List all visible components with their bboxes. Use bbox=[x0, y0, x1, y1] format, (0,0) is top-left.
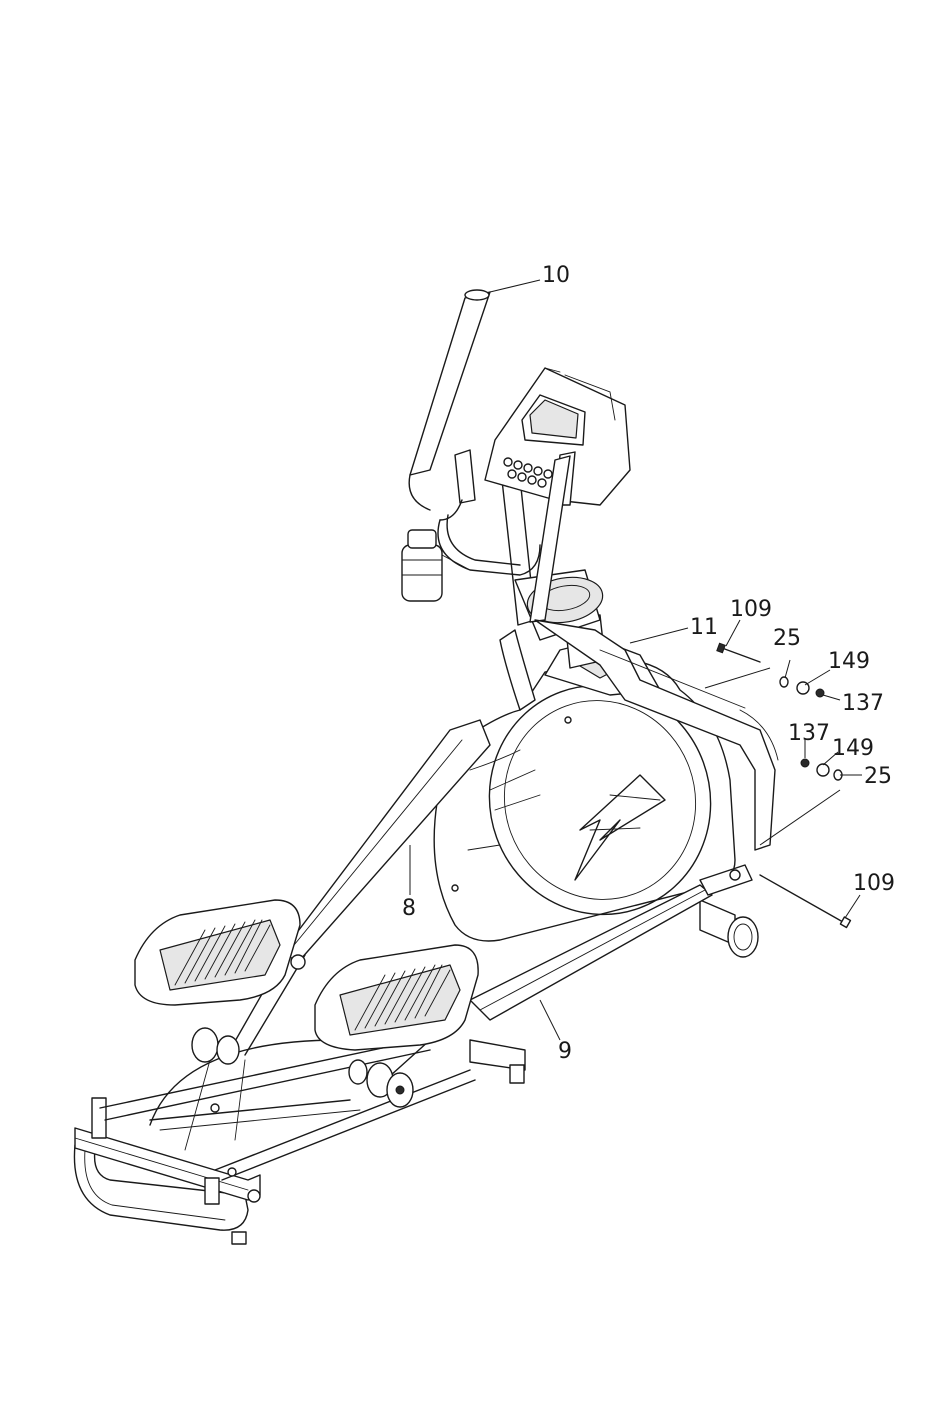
label-109-lower: 109 bbox=[853, 871, 895, 896]
part-labels: 10 11 109 25 149 137 137 149 25 109 8 9 bbox=[402, 263, 895, 1064]
label-149-lower: 149 bbox=[832, 736, 874, 761]
base-frame bbox=[74, 1040, 525, 1244]
label-149-upper: 149 bbox=[828, 649, 870, 674]
hardware-upper bbox=[705, 643, 824, 697]
label-109-upper: 109 bbox=[730, 597, 772, 622]
label-25-upper: 25 bbox=[773, 626, 801, 651]
label-137-lower: 137 bbox=[788, 721, 830, 746]
pedal-right bbox=[315, 945, 478, 1050]
label-9: 9 bbox=[558, 1039, 572, 1064]
label-10: 10 bbox=[542, 263, 570, 288]
label-25-lower: 25 bbox=[864, 764, 892, 789]
label-137-upper: 137 bbox=[842, 691, 884, 716]
main-housing bbox=[434, 640, 778, 946]
label-8: 8 bbox=[402, 896, 416, 921]
label-11: 11 bbox=[690, 615, 718, 640]
pedal-left bbox=[135, 900, 300, 1005]
transport-wheel bbox=[700, 900, 758, 957]
